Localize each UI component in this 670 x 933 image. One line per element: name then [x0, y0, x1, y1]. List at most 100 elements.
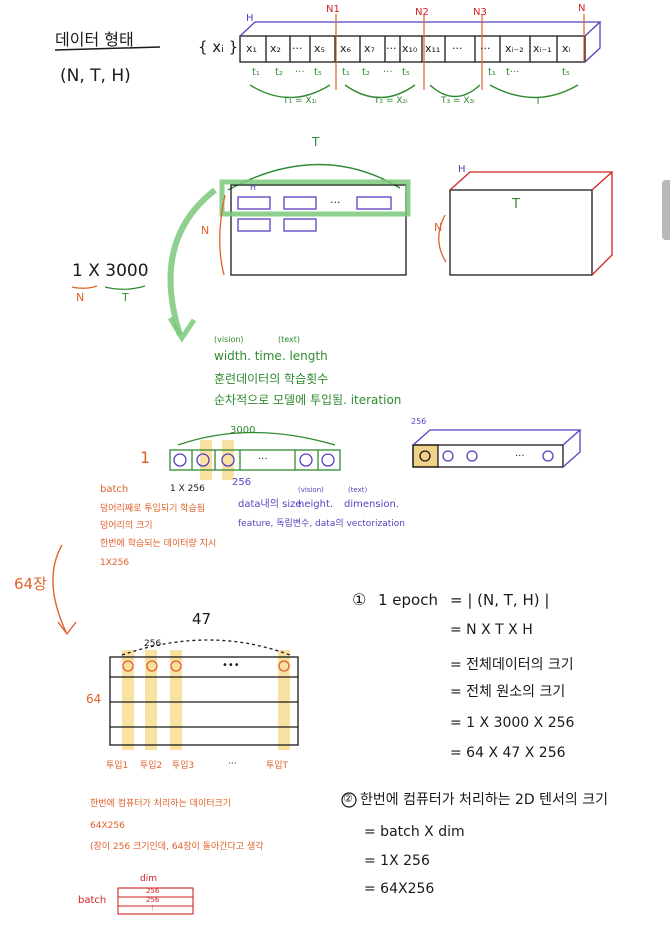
seq-cell: xᵢ₋₂	[505, 42, 524, 55]
block-t-label: T	[312, 135, 320, 149]
cube-diagram	[438, 171, 614, 276]
cube-t-label: T	[512, 197, 520, 212]
row-one: 1	[140, 448, 151, 467]
seq-cell: x₅	[314, 42, 325, 55]
grid-input: 투입2	[140, 761, 163, 771]
row-diagram	[169, 431, 341, 480]
mini-dim: dim	[140, 874, 157, 884]
row-cube-label: 256	[411, 417, 427, 426]
note-line3: 순차적으로 모델에 투입됨. iteration	[214, 393, 402, 407]
grid-input: ···	[228, 759, 237, 769]
marker-n3: N3	[473, 7, 487, 18]
group-label: T₂ = X₂ᵢ	[374, 96, 408, 106]
seq-cell: ···	[452, 42, 463, 55]
batch-line3: 한번에 학습되는 데이터량 지시	[100, 539, 217, 549]
batch-size: 1 X 256	[170, 484, 205, 494]
block-h-label: H	[250, 183, 257, 192]
grid-note-3: (장이 256 크기인데, 64장이 돌아간다고 생각	[90, 842, 264, 852]
row-3d-diagram	[412, 429, 582, 468]
eq2-line: = 64X256	[364, 881, 435, 897]
time-tick: t···	[506, 67, 520, 78]
batch-data-size: data내의 size.	[238, 499, 305, 510]
note-line2: 훈련데이터의 학습횟수	[214, 372, 329, 386]
eq1-line: = 1 X 3000 X 256	[450, 715, 575, 731]
example-t: T	[122, 291, 129, 304]
time-tick: t₅	[562, 67, 570, 78]
seq-cell: ···	[480, 42, 491, 55]
seq-cell: x₆	[340, 42, 351, 55]
xi-label: { xᵢ }	[198, 38, 239, 56]
group-label: T₃ = X₃ᵢ	[441, 96, 475, 106]
block-n-label: N	[201, 224, 210, 237]
row-3d-dots: ···	[515, 451, 525, 462]
block-diagram	[167, 163, 411, 343]
time-tick: t₂	[275, 67, 283, 78]
eq1-line: = 전체데이터의 크기	[450, 657, 574, 673]
batch-dim: 256	[232, 477, 252, 488]
title-shape: (N, T, H)	[60, 66, 131, 86]
cube-n-label: N	[434, 221, 443, 234]
seq-cell: x₇	[364, 42, 375, 55]
group-label: T₁ = X₁ᵢ	[283, 96, 317, 106]
grid-ellipsis: •••	[222, 660, 240, 671]
batch-line1: 덩어리째로 투입되기 학습됨	[100, 504, 206, 514]
time-tick: t₁	[488, 67, 496, 78]
eq1-line: = | (N, T, H) |	[450, 591, 550, 609]
seq-cell: ···	[292, 42, 303, 55]
note-wtl: width. time. length	[214, 349, 328, 363]
time-tick: ···	[383, 67, 393, 78]
time-tick: t₂	[362, 67, 370, 78]
batch-text: (text)	[348, 486, 368, 494]
title-korean: 데이터 형태	[55, 30, 134, 49]
grid-note-1: 한번에 컴퓨터가 처리하는 데이터크기	[90, 799, 232, 809]
row-dots: ···	[258, 454, 268, 465]
eq1-line: = N X T X H	[450, 622, 533, 638]
time-tick: t₁	[252, 67, 260, 78]
marker-n2: N2	[415, 7, 429, 18]
note-text: (text)	[278, 335, 301, 344]
seq-cell: xᵢ	[562, 42, 571, 55]
mini-cell: 256	[146, 887, 160, 895]
seq-cell: ···	[386, 42, 397, 55]
grid-input: 투입3	[172, 761, 195, 771]
batch-line4: 1X256	[100, 558, 130, 568]
row-count: 3000	[230, 425, 256, 436]
eq1-line: = 전체 원소의 크기	[450, 684, 566, 700]
eq2-title: 한번에 컴퓨터가 처리하는 2D 텐서의 크기	[360, 792, 609, 808]
grid-col-label: 256	[144, 639, 162, 649]
time-tick: t₅	[402, 67, 410, 78]
mini-batch: batch	[78, 895, 107, 906]
cube-h-label: H	[458, 164, 466, 175]
mini-cell: ⋮	[149, 904, 156, 912]
grid-sheets: 64장	[14, 575, 47, 593]
mini-table	[117, 887, 194, 915]
batch-dimension: dimension.	[344, 499, 399, 510]
grid-input: 투입1	[106, 761, 129, 771]
eq2-line: = batch X dim	[364, 824, 465, 840]
eq2-line: = 1X 256	[364, 853, 430, 869]
scrollbar-handle[interactable]	[662, 180, 670, 240]
grid-row-label: 64	[86, 692, 102, 706]
grid-note-2: 64X256	[90, 821, 125, 831]
seq-cell: xᵢ₋₁	[533, 42, 552, 55]
time-tick: t₅	[314, 67, 322, 78]
example-n: N	[76, 291, 85, 304]
grid-top: 47	[192, 610, 212, 628]
batch-height: height.	[298, 499, 334, 510]
eq2-number: ②	[343, 792, 353, 805]
batch-line2: 덩어리의 크기	[100, 521, 153, 531]
batch-vision: (vision)	[298, 486, 324, 494]
time-tick: ···	[295, 67, 305, 78]
sequence-strip	[239, 21, 602, 63]
batch-label: batch	[100, 484, 129, 495]
mini-cell: 256	[146, 896, 160, 904]
eq1-lhs: 1 epoch	[378, 591, 438, 609]
marker-n: N	[578, 3, 586, 14]
note-vision: (vision)	[214, 335, 244, 344]
seq-cell: x₂	[270, 42, 281, 55]
group-label: T	[535, 96, 542, 107]
grid-input: 투입T	[266, 761, 289, 771]
time-tick: t₁	[342, 67, 350, 78]
eq1-number: ①	[352, 590, 367, 609]
